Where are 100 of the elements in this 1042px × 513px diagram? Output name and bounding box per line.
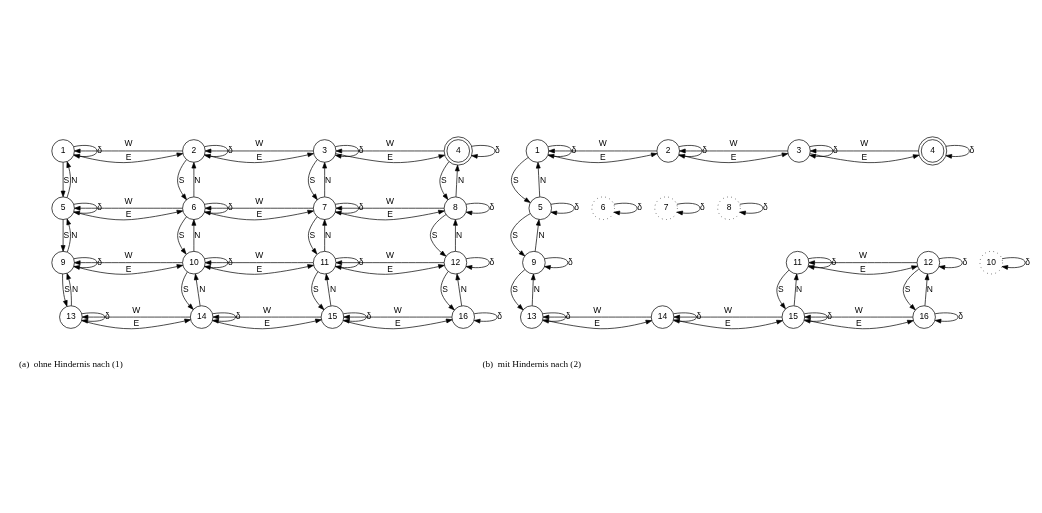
edge-label: W [124, 249, 133, 260]
edge-label: W [723, 304, 732, 315]
edge-label: δ [827, 310, 833, 321]
edge-label: S [63, 229, 70, 240]
edge-label: S [64, 283, 70, 294]
edge-label: W [593, 304, 602, 315]
edge-label: δ [565, 310, 571, 321]
edge-label: N [538, 229, 545, 240]
edge-label: N [455, 229, 463, 240]
edge-label: δ [227, 256, 233, 267]
edge-label: δ [495, 144, 500, 155]
edge-label: E [860, 263, 866, 274]
edge-label: S [778, 283, 784, 294]
edge-label: δ [358, 144, 364, 155]
edge-label: δ [104, 310, 110, 321]
edge-label: N [194, 174, 201, 185]
edge-label: δ [489, 256, 495, 267]
edge-label: S [513, 174, 519, 185]
edge-label: S [309, 174, 316, 185]
edge-label: E [387, 263, 393, 274]
label: (b) mit Hindernis nach (2) [482, 358, 582, 369]
edge-label: S [512, 229, 518, 240]
edge-label: δ [227, 201, 233, 212]
edge-label: S [431, 229, 438, 240]
edge-label: δ [1025, 256, 1031, 267]
edge-label: N [325, 229, 332, 240]
edge-label: δ [696, 310, 702, 321]
edge-label: δ [958, 310, 963, 321]
edge-label: δ [571, 144, 577, 155]
edge-label: E [861, 151, 868, 162]
edge-label: W [386, 137, 395, 148]
edge-label: E [125, 208, 132, 219]
edge-label: W [255, 137, 264, 148]
edge-label: δ [97, 144, 102, 155]
edge-label: E [256, 151, 263, 162]
edge-label: N [325, 174, 332, 185]
edge-label: δ [235, 310, 241, 321]
edge-label: S [512, 283, 518, 294]
edge-label: W [858, 249, 867, 260]
edge-label: δ [489, 201, 495, 212]
edge-label: N [71, 174, 78, 185]
edge-label: W [124, 195, 133, 206]
edge-label: δ [97, 256, 102, 267]
edge-label: E [855, 317, 862, 328]
edge-label: δ [962, 256, 968, 267]
edge-label: E [600, 151, 606, 162]
edge-label: W [386, 249, 395, 260]
edge-label: N [460, 283, 467, 294]
edge-label: S [182, 283, 189, 294]
edge-label: N [926, 283, 933, 294]
edge-label: δ [358, 256, 364, 267]
edge-label: E [125, 151, 132, 162]
edge-label: S [309, 229, 316, 240]
edge-label: W [263, 304, 272, 315]
edge-label: δ [366, 310, 372, 321]
edge-label: N [330, 283, 337, 294]
label: (a) ohne Hindernis nach (1) [19, 358, 123, 369]
edge-label: N [72, 283, 79, 294]
edge-label: E [725, 317, 731, 328]
edge-label: S [442, 283, 449, 294]
edge-label: N [795, 283, 803, 294]
edge-label: S [178, 229, 185, 240]
edge-label: N [194, 229, 201, 240]
edge-label: W [393, 304, 402, 315]
edge-label: N [458, 174, 465, 185]
edge-label: δ [637, 201, 642, 212]
edge-label: δ [833, 144, 838, 155]
edge-label: W [255, 195, 264, 206]
edge-label: E [387, 151, 393, 162]
edge-label: δ [358, 201, 364, 212]
edge-label: δ [702, 144, 707, 155]
edge-label: E [133, 317, 140, 328]
edge-label: W [729, 137, 738, 148]
edge-label: δ [97, 201, 102, 212]
edge-label: E [264, 317, 270, 328]
edge-label: N [540, 174, 547, 185]
edge-label: δ [763, 201, 768, 212]
edge-label: S [440, 174, 447, 185]
edge-label: E [730, 151, 737, 162]
edge-label: W [598, 137, 607, 148]
edge-label: E [594, 317, 600, 328]
edge-label: N [533, 283, 540, 294]
edge-label: E [256, 208, 263, 219]
edge-label: δ [227, 144, 233, 155]
edge-label: S [178, 174, 185, 185]
edge-label: W [255, 249, 264, 260]
edge-label: S [904, 283, 911, 294]
edge-label: W [132, 304, 141, 315]
edge-label: S [313, 283, 319, 294]
edge-label: δ [567, 256, 573, 267]
edge-label: δ [497, 310, 502, 321]
edge-label: δ [969, 144, 975, 155]
edge-label: N [199, 283, 206, 294]
edge-label: E [395, 317, 401, 328]
edge-label: E [125, 263, 132, 274]
edge-label: N [71, 229, 78, 240]
edge-label: W [854, 304, 863, 315]
edge-label: W [124, 137, 133, 148]
edge-label: S [63, 174, 70, 185]
edge-label: δ [574, 201, 580, 212]
